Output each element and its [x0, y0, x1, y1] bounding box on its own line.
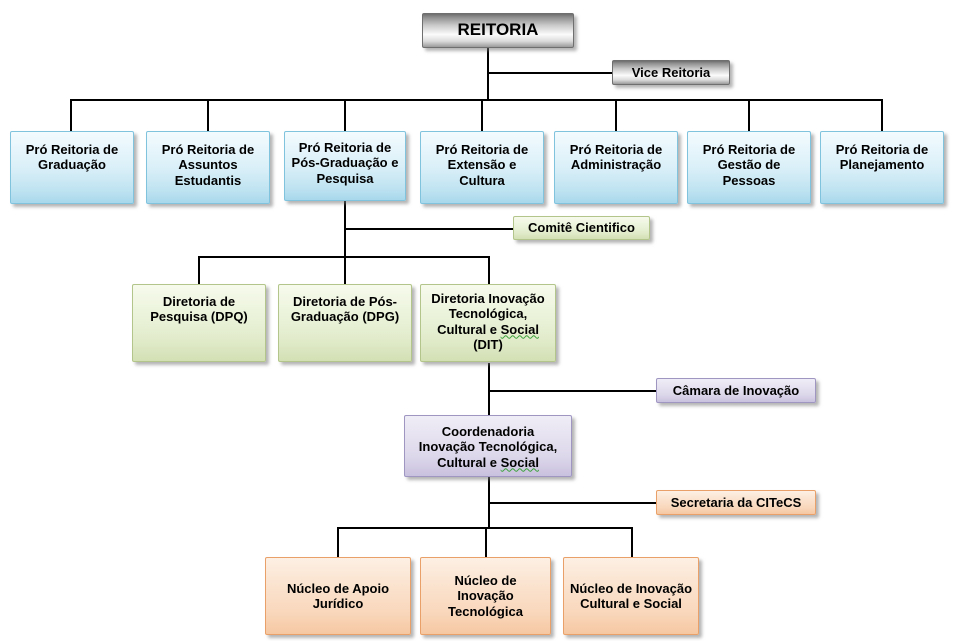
node-comite-cientifico-label: Comitê Cientifico: [528, 220, 635, 236]
coord-line-3a: Cultural e: [437, 454, 501, 470]
node-diretoria-pesquisa[interactable]: Diretoria de Pesquisa (DPQ): [132, 284, 266, 362]
connector-reitoria-vice: [487, 72, 612, 74]
node-nucleo-apoio-juridico-label: Núcleo de Apoio Jurídico: [286, 580, 390, 611]
node-diretoria-inovacao-dit[interactable]: Diretoria Inovação Tecnológica, Cultural…: [420, 284, 556, 362]
node-pro-reitoria-administracao-label: Pró Reitoria de Administração: [569, 142, 663, 173]
connector-pos-comite: [344, 228, 513, 230]
dit-line-3b: Social: [500, 321, 539, 337]
connector-drop-gestao: [748, 99, 750, 131]
node-comite-cientifico[interactable]: Comitê Cientifico: [513, 216, 650, 240]
node-diretoria-pos-graduacao[interactable]: Diretoria de Pós-Graduação (DPG): [278, 284, 412, 362]
dit-line-1: Diretoria Inovação: [431, 291, 545, 306]
node-pro-reitoria-planejamento[interactable]: Pró Reitoria de Planejamento: [820, 131, 944, 204]
coord-line-3b: Social: [500, 454, 539, 470]
node-camara-inovacao-label: Câmara de Inovação: [672, 382, 800, 398]
node-pro-reitoria-gestao-pessoas[interactable]: Pró Reitoria de Gestão de Pessoas: [687, 131, 811, 204]
connector-dit-camara: [488, 390, 656, 392]
node-diretoria-inovacao-dit-label: Diretoria Inovação Tecnológica, Cultural…: [425, 291, 551, 352]
connector-coordenadoria-secretaria: [488, 502, 656, 504]
node-nucleo-apoio-juridico[interactable]: Núcleo de Apoio Jurídico: [265, 557, 411, 635]
coord-line-1: Coordenadoria: [441, 424, 535, 439]
node-nucleo-inovacao-cultural-social-label: Núcleo de Inovação Cultural e Social: [569, 580, 693, 611]
node-pro-reitoria-administracao[interactable]: Pró Reitoria de Administração: [554, 131, 678, 204]
dit-line-2: Tecnológica,: [448, 306, 528, 322]
node-pro-reitoria-extensao[interactable]: Pró Reitoria de Extensão e Cultura: [420, 131, 544, 204]
connector-drop-extensao: [481, 99, 483, 131]
node-vice-reitoria-label: Vice Reitoria: [631, 64, 711, 80]
node-pro-reitoria-graduacao-label: Pró Reitoria de Graduação: [25, 142, 119, 173]
node-nucleo-inovacao-tecnologica[interactable]: Núcleo de Inovação Tecnológica: [420, 557, 551, 635]
node-diretoria-pos-graduacao-label: Diretoria de Pós-Graduação (DPG): [290, 294, 400, 325]
connector-drop-nucleo-cultural: [631, 527, 633, 557]
node-diretoria-pesquisa-label: Diretoria de Pesquisa (DPQ): [150, 294, 248, 325]
node-coordenadoria-citecs[interactable]: Coordenadoria Inovação Tecnológica, Cult…: [404, 415, 572, 477]
connector-drop-assuntos: [207, 99, 209, 131]
node-nucleo-inovacao-cultural-social[interactable]: Núcleo de Inovação Cultural e Social: [563, 557, 699, 635]
node-pro-reitoria-extensao-label: Pró Reitoria de Extensão e Cultura: [435, 142, 529, 188]
node-reitoria[interactable]: REITORIA: [422, 13, 574, 48]
node-pro-reitoria-planejamento-label: Pró Reitoria de Planejamento: [835, 142, 929, 173]
node-nucleo-inovacao-tecnologica-label: Núcleo de Inovação Tecnológica: [448, 573, 523, 619]
connector-drop-administracao: [615, 99, 617, 131]
coord-line-2: Inovação Tecnológica,: [418, 439, 558, 455]
connector-drop-dpq: [198, 256, 200, 284]
node-vice-reitoria[interactable]: Vice Reitoria: [612, 60, 730, 85]
dit-line-4: (DIT): [473, 336, 503, 352]
connector-nucleo-bus: [337, 527, 631, 529]
node-secretaria-citecs[interactable]: Secretaria da CITeCS: [656, 490, 816, 515]
node-coordenadoria-citecs-label: Coordenadoria Inovação Tecnológica, Cult…: [409, 424, 567, 470]
connector-drop-pos: [344, 99, 346, 131]
node-pro-reitoria-pos-graduacao[interactable]: Pró Reitoria de Pós-Graduação e Pesquisa: [284, 131, 406, 201]
connector-reitoria-trunk: [487, 48, 489, 100]
connector-drop-planejamento: [881, 99, 883, 131]
node-pro-reitoria-pos-graduacao-label: Pró Reitoria de Pós-Graduação e Pesquisa: [291, 140, 399, 186]
node-secretaria-citecs-label: Secretaria da CITeCS: [670, 494, 802, 510]
connector-drop-nucleo-juridico: [337, 527, 339, 557]
node-reitoria-label: REITORIA: [457, 20, 539, 40]
connector-drop-graduacao: [70, 99, 72, 131]
connector-drop-dit: [488, 256, 490, 284]
connector-proreitoria-bus: [70, 99, 882, 101]
node-pro-reitoria-assuntos-label: Pró Reitoria de Assuntos Estudantis: [161, 142, 255, 188]
node-pro-reitoria-assuntos[interactable]: Pró Reitoria de Assuntos Estudantis: [146, 131, 270, 204]
connector-drop-nucleo-tecnologica: [485, 527, 487, 557]
node-pro-reitoria-gestao-pessoas-label: Pró Reitoria de Gestão de Pessoas: [702, 142, 796, 188]
dit-line-3a: Cultural e: [437, 321, 501, 337]
node-camara-inovacao[interactable]: Câmara de Inovação: [656, 378, 816, 403]
connector-drop-dpg: [344, 256, 346, 284]
connector-dit-coordenadoria: [488, 363, 490, 415]
node-pro-reitoria-graduacao[interactable]: Pró Reitoria de Graduação: [10, 131, 134, 204]
